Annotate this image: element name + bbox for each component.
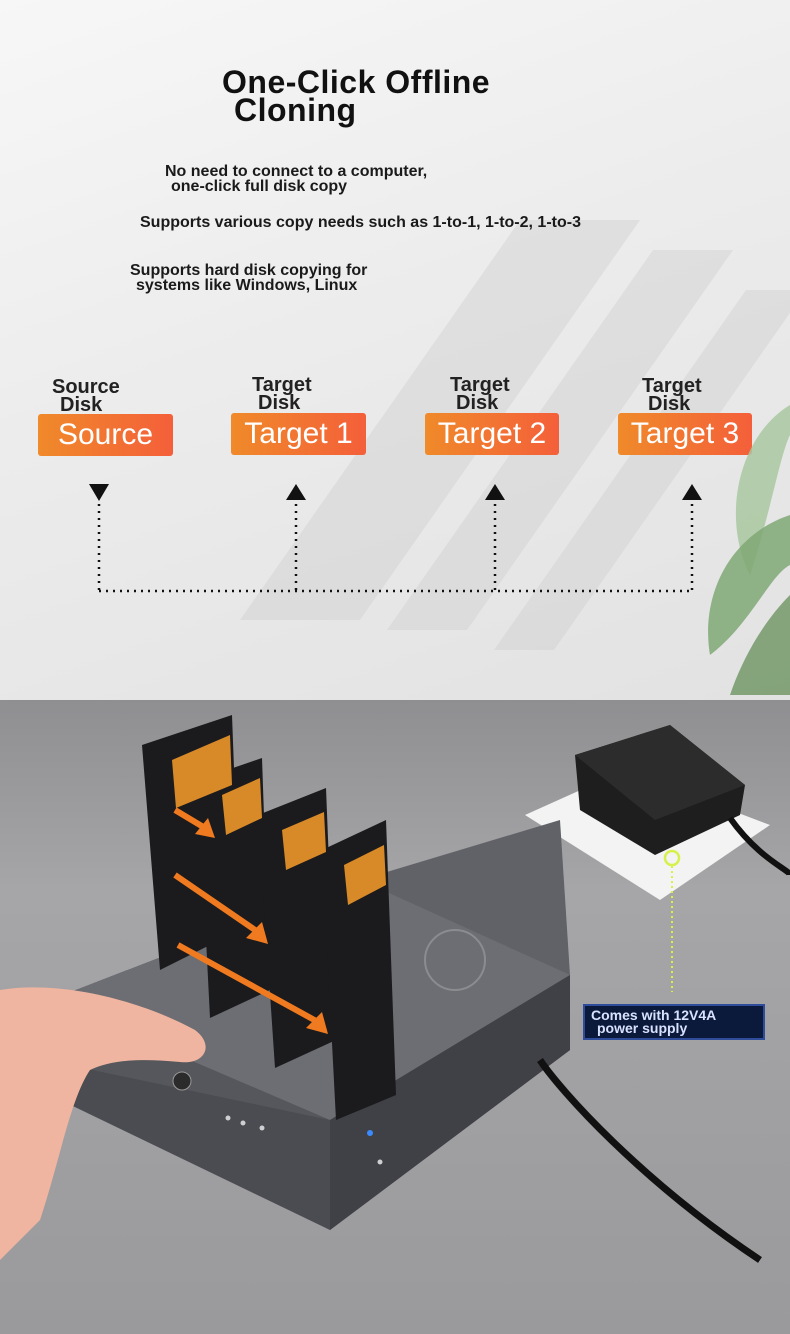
disk-label-target-1-l1: Target — [252, 374, 312, 396]
feature-offline: No need to connect to a computer, one-cl… — [165, 163, 428, 195]
hand — [0, 987, 206, 1260]
fan-icon — [424, 929, 486, 991]
power-supply-callout: Comes with 12V4A power supply — [583, 1004, 765, 1040]
adapter-cable — [727, 816, 790, 877]
arrow-up-icon — [286, 484, 306, 500]
disk-label-source-l1: Source — [52, 376, 120, 398]
flow-diagram — [89, 484, 702, 593]
disk-label-target-1-l2: Disk — [258, 392, 301, 414]
title-line-1: One-Click Offline — [222, 64, 491, 100]
feature-offline-line-2: one-click full disk copy — [171, 178, 348, 195]
chip-target-1: Target 1 — [231, 413, 366, 455]
chip-target-3: Target 3 — [618, 413, 752, 455]
arrow-down-icon — [89, 484, 109, 501]
disk-label-source-l2: Disk — [60, 394, 103, 416]
disk-label-target-2: Target Disk — [450, 374, 510, 414]
disk-label-target-3: Target Disk — [642, 375, 702, 415]
arrow-up-icon — [485, 484, 505, 500]
clone-button — [172, 1071, 192, 1091]
feature-systems-line-1: Supports hard disk copying for — [130, 262, 368, 279]
arrow-up-icon — [682, 484, 702, 500]
chip-target-2: Target 2 — [425, 413, 559, 455]
disk-label-target-1: Target Disk — [252, 374, 312, 414]
disk-label-target-2-l2: Disk — [456, 392, 499, 414]
title-line-2: Cloning — [234, 92, 357, 128]
copy-arrows — [173, 807, 320, 1025]
feature-offline-line-1: No need to connect to a computer, — [165, 163, 428, 180]
disk-label-target-3-l2: Disk — [648, 393, 691, 415]
callout-line-2: power supply — [597, 1020, 688, 1036]
product-scene — [0, 715, 790, 1263]
plant-leaves — [708, 405, 790, 695]
feature-copy-modes: Supports various copy needs such as 1-to… — [140, 214, 581, 231]
feature-systems: Supports hard disk copying for systems l… — [130, 262, 368, 294]
dc-cable — [537, 1058, 762, 1263]
page-title: One-Click Offline Cloning — [222, 66, 490, 128]
disk-label-target-2-l1: Target — [450, 374, 510, 396]
disk-label-source: Source Disk — [52, 376, 120, 416]
callout-line-1: Comes with 12V4A — [591, 1007, 717, 1023]
disk-label-target-3-l1: Target — [642, 375, 702, 397]
background-top — [0, 0, 790, 700]
feature-systems-line-2: systems like Windows, Linux — [136, 277, 358, 294]
callout-marker-icon — [663, 849, 681, 867]
chip-source: Source — [38, 414, 173, 456]
